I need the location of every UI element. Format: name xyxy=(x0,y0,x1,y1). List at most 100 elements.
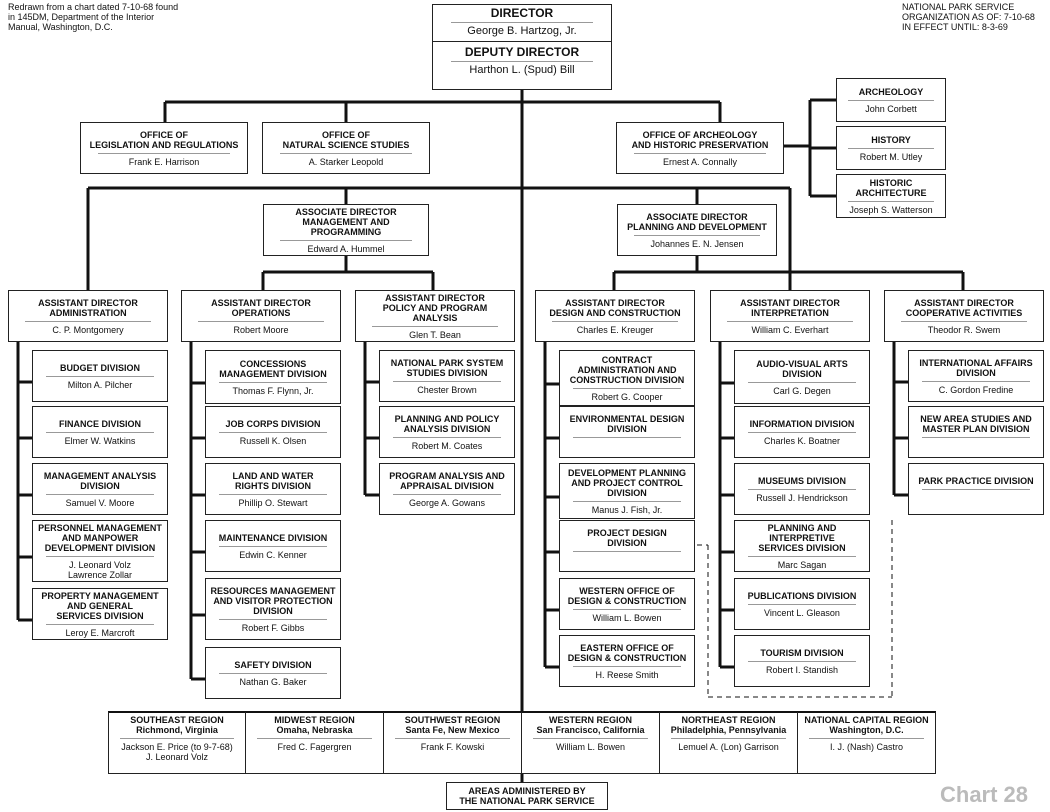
region-title: NORTHEAST REGION xyxy=(681,715,776,725)
divider xyxy=(573,550,681,552)
box-name: Thomas F. Flynn, Jr. xyxy=(232,385,314,396)
note-line: Manual, Washington, D.C. xyxy=(8,22,113,32)
divider xyxy=(922,380,1030,382)
box-title: FINANCE DIVISION xyxy=(58,418,141,429)
box-name: C. Gordon Fredine xyxy=(938,384,1014,395)
divider xyxy=(46,623,154,625)
divider xyxy=(900,320,1028,322)
note-line: in 145DM, Department of the Interior xyxy=(8,12,155,22)
divider xyxy=(46,493,154,495)
region-title: MIDWEST REGION xyxy=(274,715,355,725)
divider xyxy=(573,500,681,502)
box-title: BUDGET DIVISION xyxy=(59,362,140,373)
divider xyxy=(24,320,152,322)
divider xyxy=(748,381,856,383)
divider xyxy=(922,436,1030,438)
box-name: Robert I. Standish xyxy=(765,664,839,675)
divider xyxy=(197,320,325,322)
box-name: Ernest A. Connally xyxy=(662,156,738,167)
box-name: Carl G. Degen xyxy=(773,385,831,396)
box-name: Russell J. Hendrickson xyxy=(756,492,848,503)
box-name: A. Starker Leopold xyxy=(308,156,384,167)
divider xyxy=(748,431,856,433)
region-title: WESTERN REGION xyxy=(548,715,632,725)
box-name: Marc Sagan xyxy=(777,559,827,570)
region-director: Jackson E. Price (to 9-7-68)J. Leonard V… xyxy=(121,742,233,762)
box-name: Robert G. Cooper xyxy=(591,391,663,402)
box-name: Joseph S. Watterson xyxy=(849,204,933,215)
region-director: Fred C. Fagergren xyxy=(277,742,352,752)
box-name xyxy=(625,555,629,565)
box-name xyxy=(974,493,978,503)
region-place: Philadelphia, Pennsylvania xyxy=(670,725,787,735)
divider xyxy=(748,488,856,490)
region-title: SOUTHWEST REGION xyxy=(404,715,501,725)
division-5-2: PARK PRACTICE DIVISION xyxy=(908,463,1044,515)
box-name: Manus J. Fish, Jr. xyxy=(591,504,663,515)
divider xyxy=(726,320,854,322)
region-director: Lemuel A. (Lon) Garrison xyxy=(678,742,779,752)
divider xyxy=(279,152,413,154)
box-name: Edwin C. Kenner xyxy=(239,549,307,560)
box-name: Theodor R. Swem xyxy=(927,324,1001,335)
divider xyxy=(219,672,327,674)
divider xyxy=(46,431,154,433)
region-place: San Francisco, California xyxy=(536,725,645,735)
divider xyxy=(393,436,501,438)
director-title: DIRECTOR xyxy=(490,6,554,20)
box-title: PARK PRACTICE DIVISION xyxy=(918,475,1034,486)
divider xyxy=(46,375,154,377)
region-place: Omaha, Nebraska xyxy=(276,725,353,735)
divider xyxy=(847,99,935,101)
divider xyxy=(97,152,231,154)
box-title: PUBLICATIONS DIVISION xyxy=(747,590,857,601)
divider xyxy=(219,493,327,495)
box-name: Nathan G. Baker xyxy=(239,676,307,687)
box-name: Charles K. Boatner xyxy=(763,435,841,446)
division-4-2: MUSEUMS DIVISION Russell J. Hendrickson xyxy=(734,463,870,515)
box-title: MUSEUMS DIVISION xyxy=(757,475,846,486)
divider xyxy=(573,608,681,610)
box-name: Robert Moore xyxy=(233,324,289,335)
divider xyxy=(551,320,679,322)
box-name: Vincent L. Gleason xyxy=(764,607,840,618)
